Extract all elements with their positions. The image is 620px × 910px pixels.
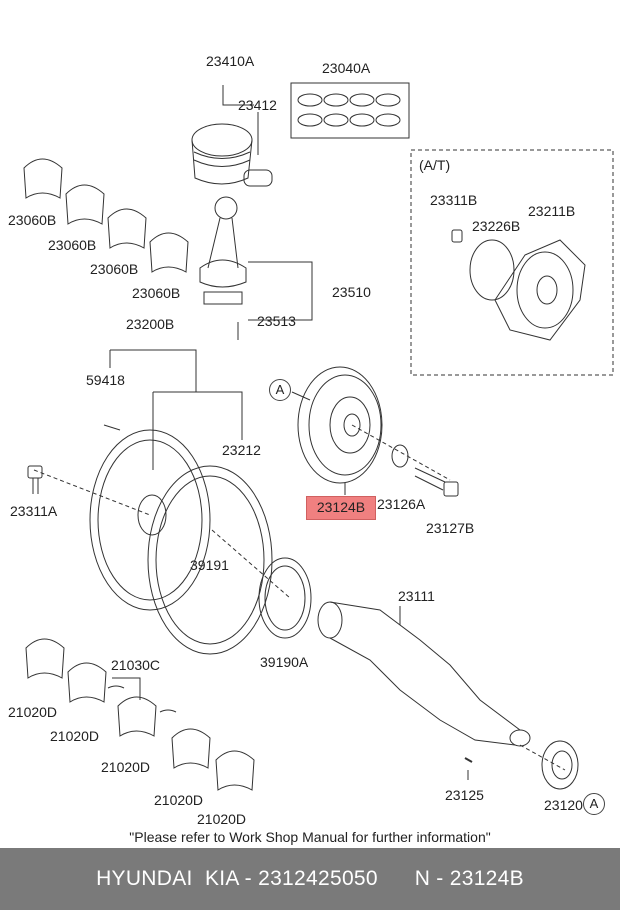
washer-drawing xyxy=(391,444,409,468)
footer-ref: N - 23124B xyxy=(414,867,524,890)
label-21020D-3: 21020D xyxy=(101,759,151,775)
label-23200B: 23200B xyxy=(126,316,175,332)
label-23060B-4: 23060B xyxy=(132,285,181,301)
label-23126A: 23126A xyxy=(377,496,426,512)
label-21030C: 21030C xyxy=(111,657,161,673)
label-23060B-2: 23060B xyxy=(48,237,97,253)
label-23226B: 23226B xyxy=(472,218,521,234)
label-23040A: 23040A xyxy=(322,60,371,76)
pulley-bolt-drawing xyxy=(414,467,459,497)
callout-a-pulley: A xyxy=(269,379,291,401)
connecting-rod-drawing xyxy=(199,196,313,340)
label-23410A: 23410A xyxy=(206,53,255,69)
damper-pulley-drawing xyxy=(291,366,451,495)
flywheel-drawing xyxy=(33,424,273,655)
parts-diagram xyxy=(23,82,614,791)
label-23510: 23510 xyxy=(332,284,371,300)
label-23513: 23513 xyxy=(257,313,296,329)
label-23127B: 23127B xyxy=(426,520,475,536)
label-21020D-1: 21020D xyxy=(8,704,58,720)
label-23060B-1: 23060B xyxy=(8,212,57,228)
label-23060B-3: 23060B xyxy=(90,261,139,277)
label-23311B: 23311B xyxy=(430,192,478,208)
label-39190A: 39190A xyxy=(260,654,309,670)
footer-bar: HYUNDAI KIA - 2312425050 N - 23124B xyxy=(0,848,620,910)
label-21020D-5: 21020D xyxy=(197,811,247,827)
workshop-note: "Please refer to Work Shop Manual for fu… xyxy=(129,829,491,845)
footer-brand: HYUNDAI KIA - 2312425050 xyxy=(96,867,378,890)
piston-drawing xyxy=(191,85,273,187)
drive-plate-drawing xyxy=(211,529,312,639)
label-at-title: (A/T) xyxy=(419,157,451,173)
lower-bearing-shells-drawing xyxy=(25,638,255,791)
sprocket-drawing xyxy=(541,740,579,790)
label-21020D-2: 21020D xyxy=(50,728,100,744)
footer-spacer xyxy=(378,867,415,890)
label-23111: 23111 xyxy=(398,588,435,604)
flywheel-bolt-drawing xyxy=(27,465,43,494)
label-39191: 39191 xyxy=(190,557,229,573)
callout-a-sprocket: A xyxy=(583,793,605,815)
crankshaft-drawing xyxy=(317,601,566,771)
label-59418: 59418 xyxy=(86,372,125,388)
upper-bearing-shells-drawing xyxy=(23,158,189,273)
label-23412: 23412 xyxy=(238,97,277,113)
label-21020D-4: 21020D xyxy=(154,792,204,808)
piston-rings-drawing xyxy=(290,82,410,139)
label-23125: 23125 xyxy=(445,787,484,803)
highlighted-part-label[interactable]: 23124B xyxy=(306,496,376,520)
at-variant-box xyxy=(410,149,614,376)
label-23212: 23212 xyxy=(222,442,261,458)
label-23311A: 23311A xyxy=(10,503,58,519)
label-23120: 23120 xyxy=(544,797,583,813)
label-23211B: 23211B xyxy=(528,203,576,219)
